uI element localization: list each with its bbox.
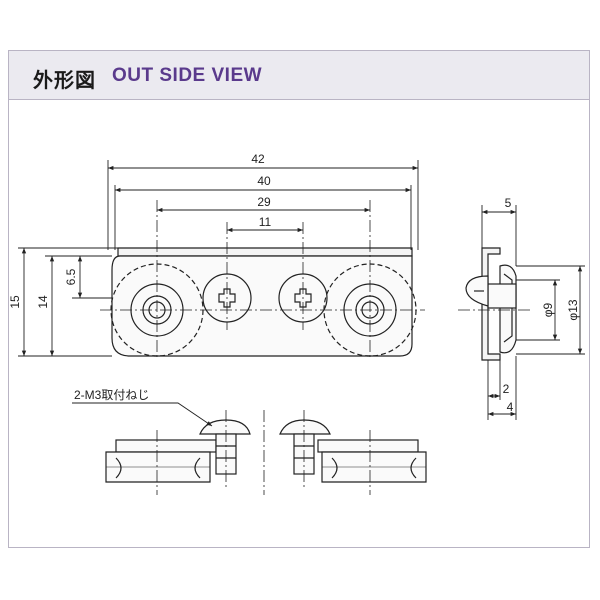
dim-body: 40 [257, 174, 271, 188]
dim-dia-outer: φ13 [566, 299, 580, 320]
callout-mounting-screw: 2-M3取付ねじ [74, 388, 149, 402]
dim-roller-pitch: 29 [257, 195, 271, 209]
body-outline [111, 255, 413, 357]
plate-outline [117, 247, 413, 257]
dim-height-roller: 14 [36, 295, 50, 309]
dim-dia-inner: φ9 [541, 302, 555, 317]
dim-screw-pitch: 11 [259, 215, 272, 229]
section-header: 外形図 OUT SIDE VIEW [8, 50, 590, 100]
dim-side-2: 2 [503, 382, 510, 396]
screw-left-cross [218, 288, 236, 308]
front-dimensions [18, 160, 419, 357]
bottom-screw-left-head [199, 419, 251, 435]
bottom-screw-right-head [279, 419, 331, 435]
side-axle [487, 283, 517, 309]
title-japanese: 外形図 [33, 70, 96, 92]
dim-height-center: 6.5 [64, 268, 78, 285]
bottom-rail-right [317, 439, 419, 453]
side-dimensions [481, 205, 585, 420]
dim-height-overall: 15 [8, 295, 22, 309]
dim-side-4: 4 [507, 400, 514, 414]
front-view [100, 200, 425, 360]
callout-leader [72, 402, 213, 427]
bottom-rail-left [115, 439, 217, 453]
screw-right-cross [294, 288, 312, 308]
dim-overall: 42 [251, 152, 265, 166]
title-english: OUT SIDE VIEW [112, 65, 263, 86]
bottom-view [72, 402, 427, 495]
dim-side-width: 5 [505, 196, 512, 210]
side-view [458, 247, 530, 361]
